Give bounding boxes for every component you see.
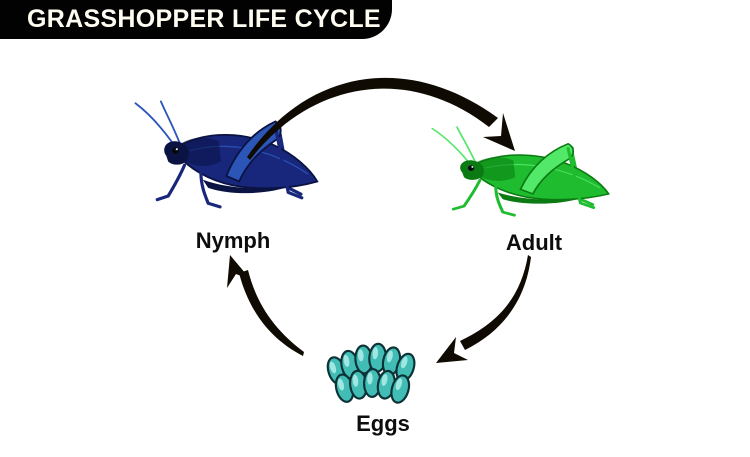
page-title: GRASSHOPPER LIFE CYCLE (27, 5, 381, 33)
nymph-grasshopper-illustration (135, 101, 318, 207)
nymph-label: Nymph (195, 228, 271, 253)
arrow-eggs-to-nymph (227, 255, 304, 356)
title-banner: GRASSHOPPER LIFE CYCLE (0, 0, 392, 39)
eggs-label: Eggs (356, 411, 410, 436)
eggs-cluster-illustration (326, 342, 416, 404)
arrow-adult-to-eggs (436, 255, 531, 363)
adult-label: Adult (505, 230, 563, 255)
adult-grasshopper-illustration (432, 127, 609, 216)
